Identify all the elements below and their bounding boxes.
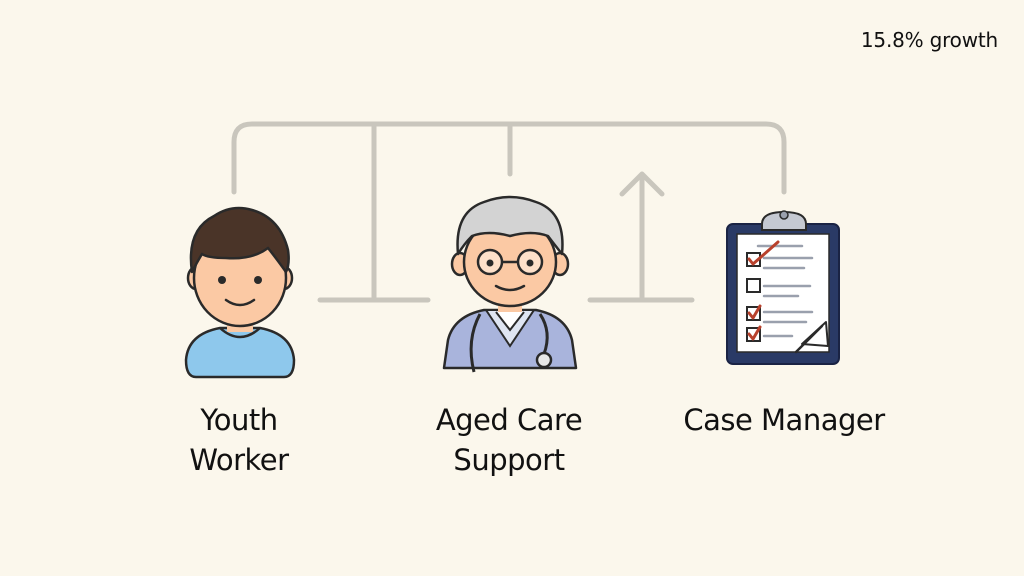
youth-worker-label: Youth Worker xyxy=(189,403,289,477)
up-arrow-icon xyxy=(619,171,665,303)
growth-stat: 15.8% growth xyxy=(860,28,998,52)
elderly-caregiver-icon xyxy=(442,195,578,373)
aged-care-support-label: Aged Care Support xyxy=(435,403,583,477)
case-manager-label: Case Manager xyxy=(683,403,885,437)
clipboard-checklist-icon xyxy=(726,210,840,365)
youth-person-icon xyxy=(184,206,296,379)
